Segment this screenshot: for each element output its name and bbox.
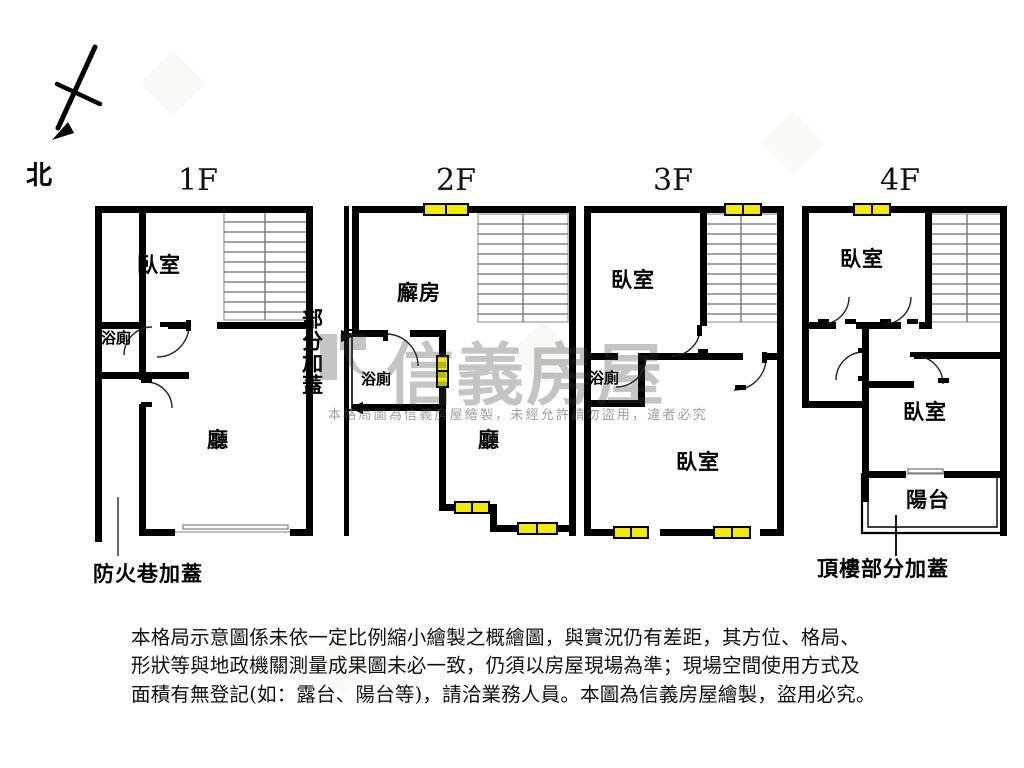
door-leaf <box>762 352 767 363</box>
annotation-partial-cover: 部分加蓋 <box>299 308 324 396</box>
door-leaf <box>735 385 746 390</box>
door-leaf <box>880 319 891 324</box>
door-1f-bathroom <box>123 326 153 356</box>
floor-title-1f: 1F <box>178 163 218 198</box>
room-label-2f-bathroom: 浴廁 <box>361 370 392 388</box>
door-leaf <box>160 322 170 327</box>
room-label-2f-living: 廳 <box>478 428 500 452</box>
annotation-rooftop-cover: 頂樓部分加蓋 <box>817 557 949 581</box>
door-leaf <box>412 331 423 336</box>
room-label-2f-kitchen: 廨房 <box>397 281 441 305</box>
floor-plan-1f <box>95 206 313 556</box>
door-leaf <box>858 348 869 353</box>
disclaimer-line-2: 形狀等與地政機關測量成果圖未必一致，仍須以房屋現場為準；現場空間使用方式及 <box>131 654 860 678</box>
door-leaf <box>141 402 152 407</box>
opening-4f-balcony <box>906 468 944 475</box>
window-2f-top <box>423 203 469 216</box>
window-2f-bottom-left <box>454 501 490 514</box>
disclaimer-block: 本格局示意圖係未依一定比例縮小繪製之概繪圖，與實況仍有差距，其方位、格局、 形狀… <box>131 624 1001 709</box>
compass-north-label: 北 <box>26 161 53 191</box>
door-4f-corridor-left <box>835 351 865 381</box>
window-2f-bottom-right <box>517 522 558 535</box>
door-leaf <box>698 349 708 354</box>
room-label-3f-bathroom: 浴廁 <box>589 369 620 387</box>
door-leaf <box>697 325 702 336</box>
door-leaf <box>858 376 869 381</box>
window-3f-bottom-right <box>713 526 751 539</box>
floor-plan-2f <box>340 203 576 536</box>
door-1f-bedroom <box>156 324 190 358</box>
door-3f-bathroom <box>615 356 647 388</box>
opening-1f-bottom <box>175 524 290 533</box>
window-3f-bottom-left <box>613 526 649 539</box>
balcony-4f-walls-inner <box>867 473 998 528</box>
door-leaf <box>383 330 388 341</box>
room-label-4f-balcony: 陽台 <box>906 488 950 512</box>
walls-4f <box>802 206 1007 536</box>
floor-title-3f: 3F <box>653 163 693 198</box>
window-2f-bathroom <box>436 355 449 388</box>
floor-plan-4f <box>802 203 1007 556</box>
north-arrow-icon <box>52 44 103 140</box>
stairs-1f <box>223 211 308 321</box>
door-leaf <box>910 352 921 357</box>
floor-plan-3f <box>584 203 784 539</box>
door-3f-bedroom-top <box>671 327 701 357</box>
door-leaf <box>186 320 191 331</box>
door-2f-bathroom <box>385 333 419 367</box>
window-3f-top <box>724 203 762 216</box>
door-leaf <box>141 378 152 383</box>
room-label-4f-bedroom-bottom: 臥室 <box>903 400 947 424</box>
window-4f-top <box>853 203 891 216</box>
stairs-2f <box>477 213 569 323</box>
disclaimer-line-1: 本格局示意圖係未依一定比例縮小繪製之概繪圖，與實況仍有差距，其方位、格局、 <box>131 626 860 649</box>
room-label-3f-bedroom-bottom: 臥室 <box>676 450 720 474</box>
room-label-1f-bedroom: 臥室 <box>137 253 181 277</box>
annotation-fire-lane: 防火巷加蓋 <box>93 562 203 586</box>
balcony-4f-walls <box>860 473 1005 535</box>
door-leaf <box>818 319 829 324</box>
room-label-4f-bedroom-top: 臥室 <box>840 247 884 271</box>
floor-title-2f: 2F <box>436 163 476 198</box>
walls-1f <box>95 206 313 542</box>
disclaimer-line-3: 面積有無登記(如：露台、陽台等)，請洽業務人員。本圖為信義房屋繪製，盜用必究。 <box>131 682 876 706</box>
stairs-4f <box>929 213 1005 323</box>
door-leaf <box>845 319 856 324</box>
room-label-1f-bathroom: 浴廁 <box>101 329 132 347</box>
floor-title-4f: 4F <box>880 163 920 198</box>
room-label-1f-living: 廳 <box>207 428 229 452</box>
dimension-partial-cover <box>340 329 364 415</box>
door-leaf <box>938 378 949 383</box>
extension-2f-left <box>344 206 349 536</box>
stairs-3f <box>703 213 779 323</box>
room-label-3f-bedroom-top: 臥室 <box>611 268 655 292</box>
watermark-fine-print: 本格局圖為信義房屋繪製，未經允許請勿盜用，違者必究 <box>328 408 709 423</box>
door-leaf <box>907 319 918 324</box>
